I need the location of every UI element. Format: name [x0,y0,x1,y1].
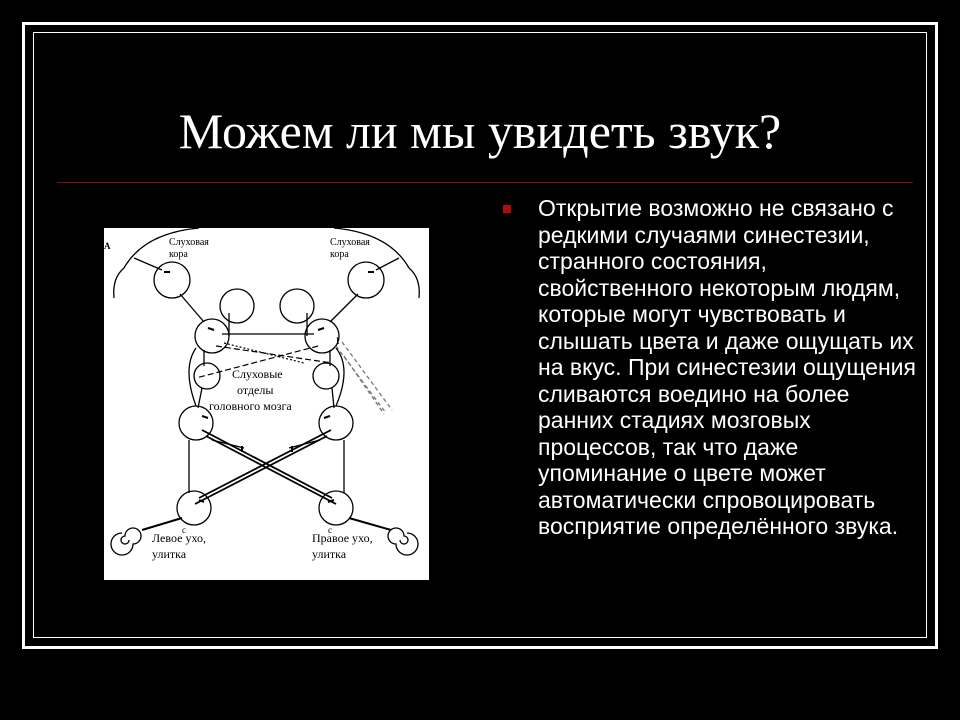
right-cortex-node [347,261,385,299]
left-c-marker: c [182,525,186,535]
right-cochlea-spiral [387,527,419,556]
right-cochlear-nucleus [318,490,354,526]
right-cortex-label-line1: Слуховая [330,237,370,248]
bullet-marker [503,205,511,213]
center-label-line3: головного мозга [209,399,292,413]
right-ear-label-line1: Правое ухо, [312,531,373,545]
slide-outer-frame [22,22,938,649]
left-ear-label-line2: улитка [152,547,187,561]
right-cortex-label-line2: кора [330,249,349,260]
left-cortex-label-line1: Слуховая [169,237,209,248]
left-cortex-arc [123,228,200,269]
left-cochlear-nucleus [176,490,212,526]
right-thalamus-node [304,318,340,354]
left-cortex-node [153,261,191,299]
right-cortex-arc [333,228,410,269]
center-label-line1: Слуховые [232,367,283,381]
slide-title: Можем ли мы увидеть звук? [178,103,782,159]
left-cortex-label-line2: кора [169,249,188,260]
left-ear-label-line1: Левое ухо, [152,531,206,545]
slide-body-text: Открытие возможно не связано с редкими с… [538,195,916,539]
title-divider [57,182,913,183]
right-c-marker: c [328,525,332,535]
left-thalamus-node [194,318,230,354]
center-label-line2: отделы [237,383,273,397]
right-ear-label-line2: улитка [312,547,347,561]
left-cochlea-spiral [110,527,142,556]
auditory-pathway-diagram: A Слуховая кора Слуховая кора I Слуховые… [104,228,429,580]
diagram-corner-label: A [104,241,111,251]
slide-inner-frame [33,32,927,638]
marker-i-label: I [336,336,340,346]
